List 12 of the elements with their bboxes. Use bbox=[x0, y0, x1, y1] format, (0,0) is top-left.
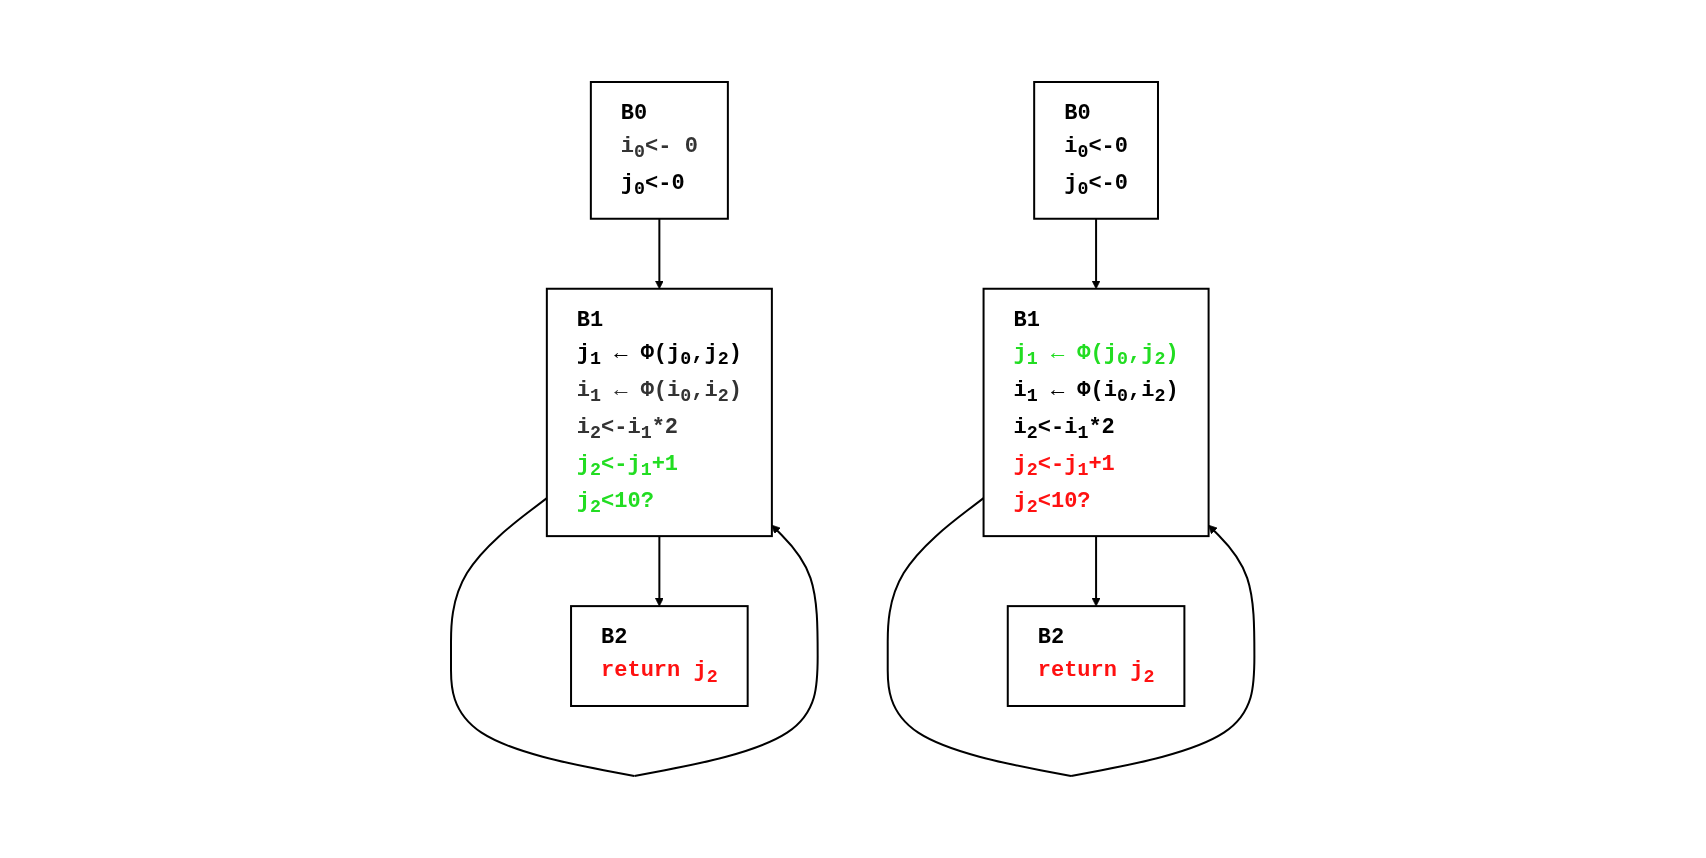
arrow bbox=[655, 535, 665, 607]
node-box: B0 i$_{0}$<-0 j$_{0}$<-0 bbox=[1033, 80, 1160, 220]
node-box: B0 i$_{0}$<- 0 j$_{0}$<-0 bbox=[590, 80, 730, 220]
node-box: B1 j$_{1}$ ← Φ(j$_{0}$,j$_{2}$) i$_{1}$ ← Φ(i$_{0}$,i$_{2}$) i$_{2}$<-i$_{1}$*2 j$_{2}$<-j$_{1}$+1 j$_{2}$<10? bbox=[982, 287, 1210, 538]
arrow bbox=[887, 497, 1256, 777]
arrow bbox=[1092, 217, 1101, 290]
node-box: B1 j$_{1}$ ← Φ(j$_{0}$,j$_{2}$) i$_{1}$ ← Φ(i$_{0}$,i$_{2}$) i$_{2}$<-i$_{1}$*2 j$_{2}$<-j$_{1}$+1 j$_{2}$<10? bbox=[546, 287, 774, 538]
arrow bbox=[1092, 535, 1101, 607]
arrow bbox=[450, 497, 819, 777]
node-box: B2 return j$_{2}$ bbox=[1007, 605, 1186, 707]
arrow bbox=[655, 217, 665, 290]
node-box: B2 return j$_{2}$ bbox=[570, 605, 749, 707]
